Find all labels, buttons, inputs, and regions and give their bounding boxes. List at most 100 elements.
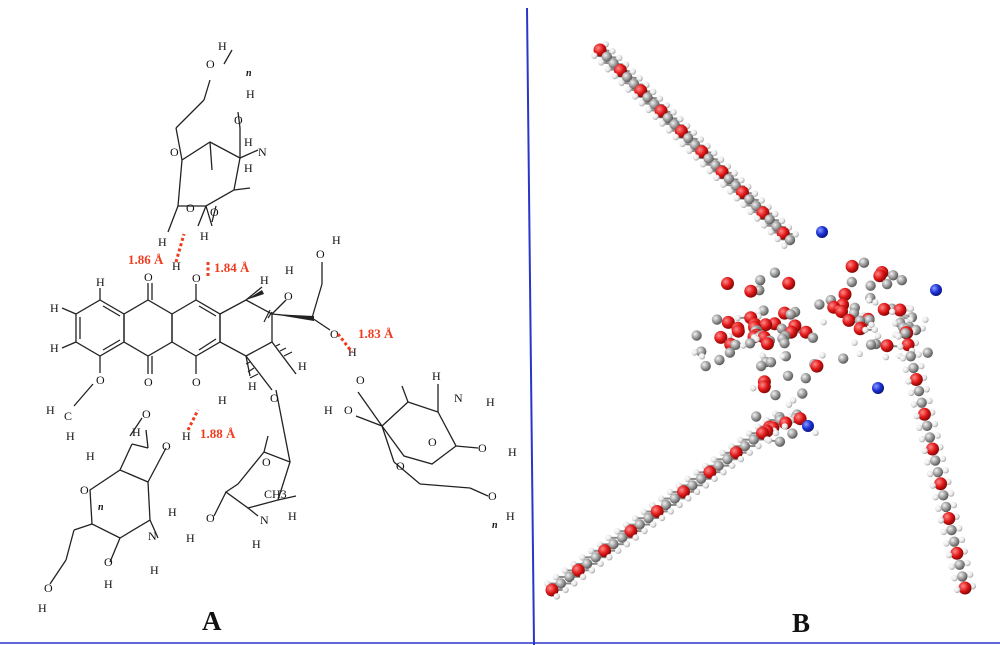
- atom-h: H: [150, 563, 159, 577]
- atom-ball-n: [802, 420, 814, 432]
- atom-ball-h: [679, 140, 686, 148]
- atom-ball-h: [935, 505, 942, 512]
- atom-ball-h: [739, 342, 747, 349]
- atom-ball-h: [711, 475, 718, 482]
- atom-ball-h: [931, 420, 939, 428]
- atom-ball-h: [638, 100, 645, 107]
- atom-o: O: [80, 483, 89, 497]
- atom-o: O: [330, 327, 339, 341]
- atom-ball-h: [737, 455, 745, 463]
- atom-ball-h: [868, 321, 875, 329]
- atom-ball-h: [948, 563, 955, 570]
- atom-ball-o: [958, 581, 972, 595]
- atom-h: H: [508, 445, 517, 459]
- atom-ball-c: [564, 571, 575, 583]
- atom-ball-h: [726, 332, 733, 339]
- atom-ball-o: [877, 302, 891, 316]
- atom-ball-c: [714, 354, 725, 366]
- atom-ball-h: [597, 59, 605, 66]
- atom-ball-o: [624, 524, 638, 538]
- atom-ball-c: [744, 194, 755, 205]
- atom-ball-c: [887, 270, 899, 281]
- atom-ball-h: [685, 495, 692, 502]
- atom-ball-c: [764, 214, 775, 225]
- atom-ball-h: [772, 429, 780, 437]
- atom-ball-c: [590, 552, 601, 563]
- atom-ball-c: [722, 454, 733, 465]
- atom-ball-h: [693, 488, 701, 495]
- lower-left-sugar-ring: [49, 417, 167, 585]
- atom-ball-o: [571, 563, 585, 577]
- atom-ball-c: [724, 347, 736, 358]
- atom-ball-c: [787, 428, 798, 439]
- atom-ball-h: [731, 170, 738, 177]
- atom-ball-h: [697, 136, 704, 143]
- atom-ball-c: [608, 539, 619, 550]
- atom-h: H: [244, 135, 253, 149]
- atom-h: H: [218, 393, 227, 407]
- atom-ball-h: [781, 242, 788, 249]
- atom-ball-c: [683, 133, 694, 144]
- atom-ball-h: [686, 147, 693, 154]
- atom-ball-h: [553, 593, 560, 600]
- atom-ball-h: [889, 308, 896, 315]
- atom-ball-h: [740, 201, 747, 209]
- atom-ball-c: [751, 411, 762, 422]
- hbond-line: [186, 409, 200, 431]
- atom-o: O: [478, 441, 487, 455]
- atom-ball-h: [754, 215, 761, 222]
- atom-ball-o: [721, 315, 735, 329]
- atom-ball-h: [691, 349, 698, 356]
- atom-ball-c: [621, 71, 633, 83]
- atom-h: H: [324, 403, 333, 417]
- atom-ball-c: [691, 330, 702, 341]
- atom-o: O: [210, 205, 219, 219]
- atom-ball-h: [772, 210, 779, 218]
- atom-ball-h: [760, 222, 768, 229]
- atom-ball-c: [940, 501, 952, 513]
- atom-ball-c: [748, 434, 759, 445]
- atom-ball-o: [880, 339, 894, 353]
- atom-ball-c: [922, 347, 933, 358]
- atom-ball-h: [579, 573, 587, 580]
- atom-ball-o: [909, 373, 923, 386]
- atom-ball-c: [785, 309, 796, 320]
- atom-ball-h: [750, 385, 757, 392]
- atom-ball-o: [950, 546, 964, 560]
- atom-ball-h: [650, 88, 657, 96]
- atom-ball-h: [882, 353, 890, 361]
- atom-ball-c: [669, 493, 680, 504]
- atom-ball-h: [907, 305, 915, 312]
- atom-ball-h: [755, 308, 762, 315]
- hbond-line: [174, 233, 186, 263]
- atom-ball-h: [587, 547, 595, 555]
- atom-h: H: [218, 39, 227, 53]
- atom-n: N: [148, 529, 157, 543]
- atom-ch3: CH3: [264, 487, 287, 501]
- atom-ball-h: [918, 436, 926, 443]
- atom-ball-h: [926, 470, 934, 478]
- hbond-label-1-84: 1.84 Å: [214, 260, 250, 275]
- atom-ball-h: [942, 467, 949, 474]
- atom-ball-o: [926, 442, 939, 456]
- atom-ball-c: [770, 389, 781, 401]
- atom-h: H: [260, 273, 269, 287]
- repeat-unit-n: n: [492, 520, 498, 531]
- atom-ball-c: [938, 490, 949, 501]
- atom-ball-h: [729, 462, 736, 469]
- atom-ball-c: [744, 338, 756, 349]
- atom-ball-h: [755, 442, 762, 450]
- hbond-label-1-86: 1.86 Å: [128, 252, 164, 267]
- atom-ball-c: [769, 267, 781, 278]
- atom-ball-h: [790, 397, 797, 404]
- atom-ball-h: [579, 554, 586, 561]
- atom-ball-h: [923, 386, 930, 393]
- atom-labels: O O O O O H H H C H H H H H O O O H H H …: [38, 39, 517, 615]
- atom-o: O: [192, 271, 201, 285]
- atom-n: N: [260, 513, 269, 527]
- stereo-bonds: [245, 290, 314, 379]
- atom-ball-c: [921, 420, 933, 431]
- atom-ball-c: [711, 314, 723, 325]
- atom-o: O: [428, 435, 437, 449]
- atom-ball-o: [598, 544, 612, 558]
